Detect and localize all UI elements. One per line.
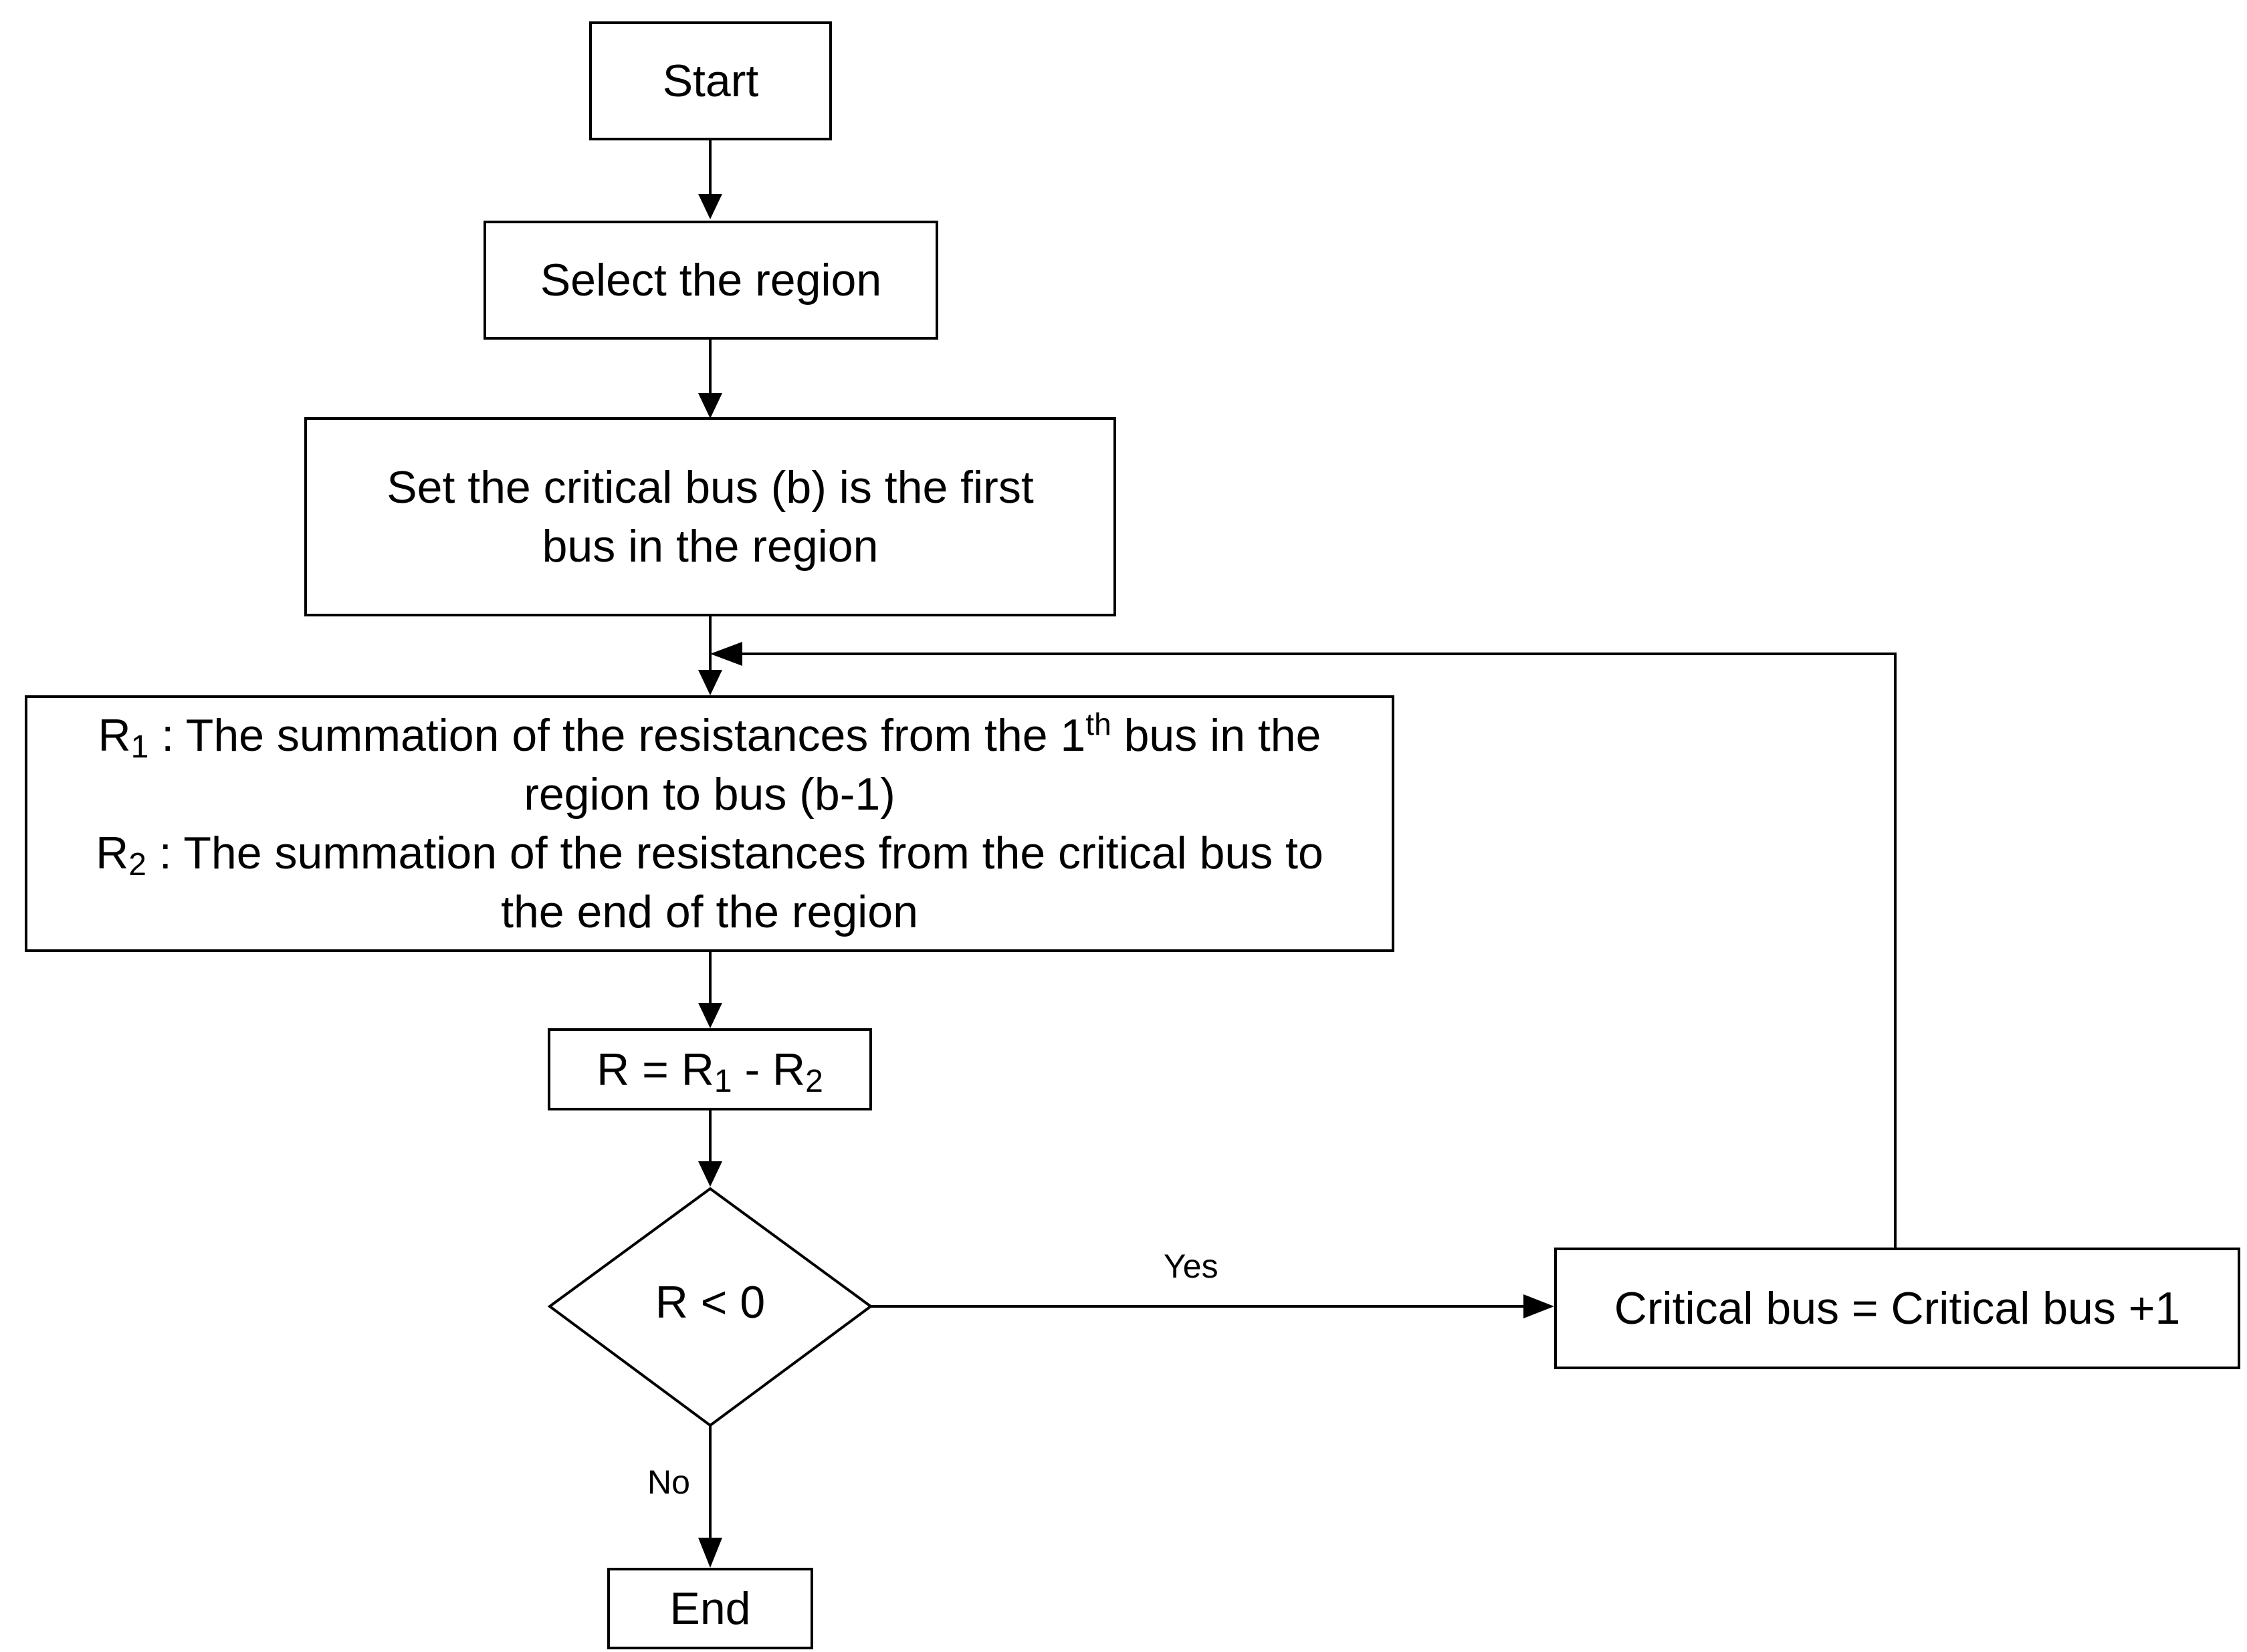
decision-label: R < 0 [655, 1277, 766, 1328]
resistance-definitions-node: R1 : The summation of the resistances fr… [25, 695, 1394, 952]
formula-sub2: 2 [805, 1063, 823, 1099]
arrow-loop-back [729, 653, 1897, 1248]
arrowhead-set-critical [698, 393, 722, 419]
formula-label: R = R1 - R2 [597, 1040, 823, 1099]
formula-lhs: R = R [597, 1044, 714, 1095]
r1-text-a: : The summation of the resistances from … [148, 710, 1086, 761]
r1-definition-line2: region to bus (b-1) [524, 769, 895, 820]
no-edge-label: No [647, 1463, 690, 1501]
r1-definition-line1: R1 : The summation of the resistances fr… [98, 706, 1321, 765]
arrowhead-end [698, 1538, 722, 1568]
yes-edge-label: Yes [1164, 1248, 1218, 1285]
r1-text-b: bus in the [1111, 710, 1321, 761]
select-region-label: Select the region [540, 255, 882, 306]
decision-diamond [547, 1187, 873, 1427]
end-node: End [607, 1568, 813, 1649]
r2-symbol: R [96, 828, 129, 878]
set-critical-bus-label-line1: Set the critical bus (b) is the first [387, 462, 1034, 513]
arrowhead-decision [698, 1161, 722, 1187]
select-region-node: Select the region [484, 221, 938, 340]
increment-critical-bus-node: Critical bus = Critical bus +1 [1554, 1248, 2240, 1369]
r1-symbol: R [98, 710, 131, 761]
arrowhead-select [698, 194, 722, 219]
arrowhead-resistances [698, 670, 722, 695]
arrowhead-formula [698, 1003, 722, 1028]
arrowhead-increment [1523, 1294, 1554, 1318]
start-node: Start [589, 21, 832, 140]
formula-node: R = R1 - R2 [548, 1028, 872, 1110]
r1-superscript: th [1085, 707, 1111, 741]
increment-label: Critical bus = Critical bus +1 [1614, 1283, 2181, 1334]
r2-subscript: 2 [128, 847, 146, 882]
formula-sub1: 1 [714, 1063, 732, 1099]
set-critical-bus-label-line2: bus in the region [542, 521, 879, 572]
r2-definition-line2: the end of the region [501, 887, 918, 937]
arrowhead-loop [710, 642, 742, 666]
start-label: Start [662, 55, 759, 106]
r1-subscript: 1 [130, 729, 149, 765]
formula-mid: - R [732, 1044, 806, 1095]
end-label: End [669, 1583, 751, 1634]
r2-definition-line1: R2 : The summation of the resistances fr… [96, 824, 1323, 882]
set-critical-bus-node: Set the critical bus (b) is the first bu… [304, 417, 1116, 616]
r2-text: : The summation of the resistances from … [146, 828, 1323, 878]
